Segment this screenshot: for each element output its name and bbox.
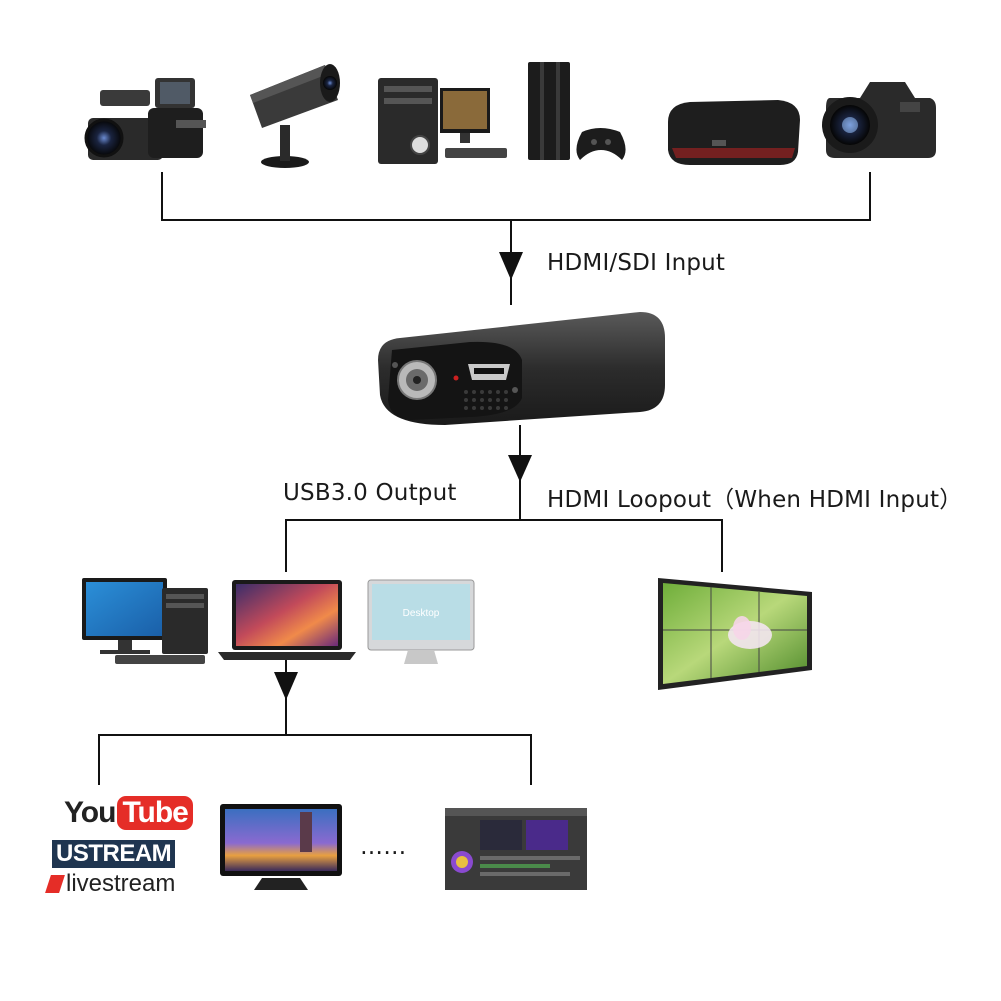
youtube-logo-you: You <box>64 796 116 829</box>
input-arrowhead <box>499 252 523 280</box>
ustream-logo: USTREAM <box>52 840 176 868</box>
dslr-camera-icon <box>822 82 936 158</box>
video-editing-software-icon <box>445 808 587 890</box>
desktop-screen-label: Desktop <box>403 608 440 619</box>
vent-holes <box>464 390 508 410</box>
capture-device <box>378 312 665 425</box>
ellipsis-label: …… <box>360 834 407 860</box>
hdmi-loopout-label: HDMI Loopout（When HDMI Input） <box>547 487 963 513</box>
hdmi-port <box>468 364 510 380</box>
status-led <box>453 375 459 381</box>
output-arrowhead <box>508 455 532 482</box>
output-bus-line <box>285 519 723 572</box>
usb-output-label: USB3.0 Output <box>283 480 457 506</box>
laptop-icon <box>218 580 356 660</box>
livestream-mark-icon <box>45 875 65 893</box>
sdi-bnc-connector <box>397 360 437 400</box>
arrowheads <box>274 252 532 700</box>
desktop-pc-icon <box>378 78 507 164</box>
target-bus-line <box>98 734 532 785</box>
camcorder-icon <box>84 78 206 160</box>
cctv-camera-icon <box>250 64 340 168</box>
tv-monitor-icon <box>220 804 342 890</box>
set-top-box-icon <box>668 100 800 165</box>
youtube-logo-tube: Tube <box>117 796 193 830</box>
input-bus-line <box>161 172 871 221</box>
hdmi-sdi-input-label: HDMI/SDI Input <box>547 250 726 276</box>
livestream-logo: livestream <box>45 870 176 898</box>
all-in-one-monitor-icon: Desktop <box>367 579 475 664</box>
video-wall-icon <box>658 578 812 690</box>
connector-lines <box>98 172 871 785</box>
game-console-icon <box>528 62 626 160</box>
livestream-logo-text: livestream <box>66 870 176 897</box>
desktop-computer-icon <box>82 578 208 664</box>
laptop-arrowhead <box>274 672 298 700</box>
